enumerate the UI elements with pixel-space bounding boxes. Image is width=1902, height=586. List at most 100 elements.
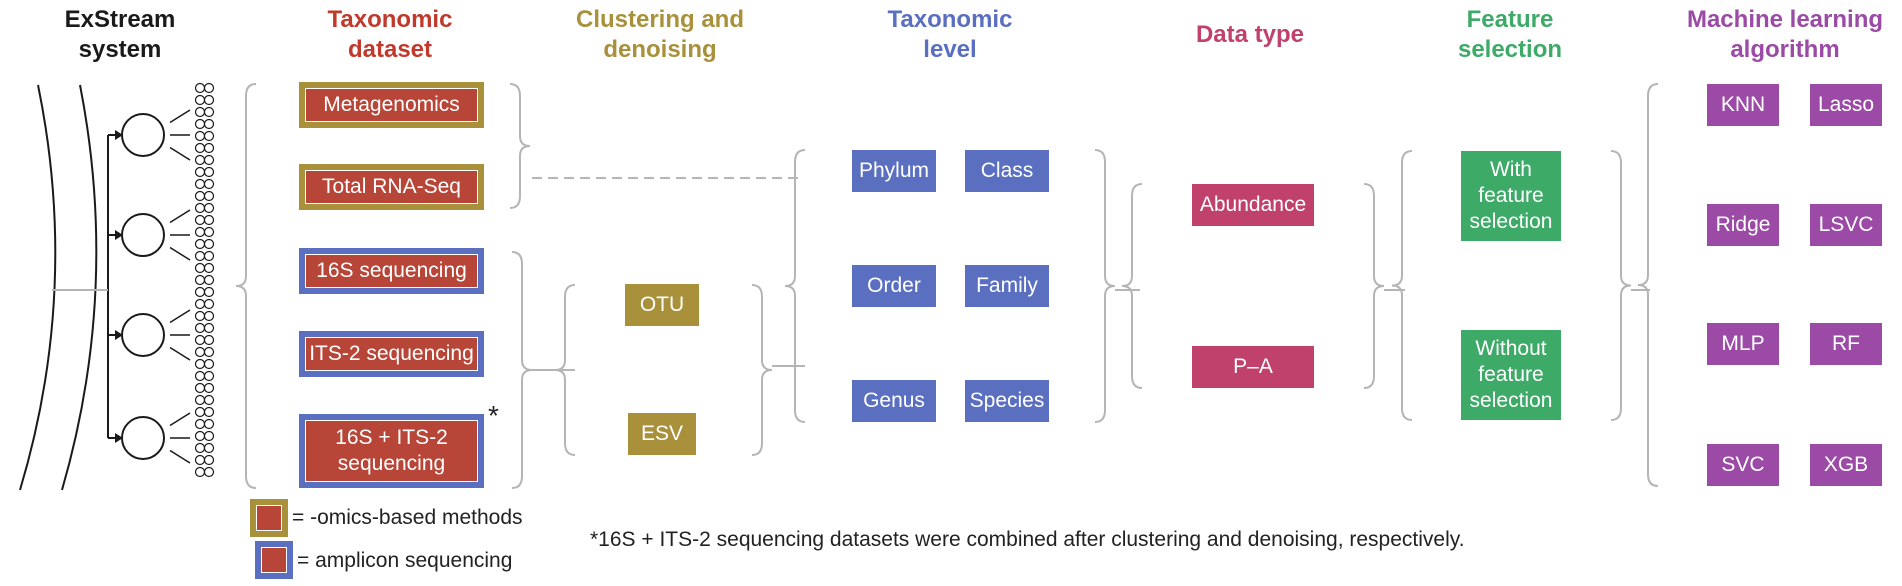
algo-lsvc: LSVC	[1810, 204, 1882, 246]
level-genus: Genus	[852, 380, 936, 422]
level-species: Species	[965, 380, 1049, 422]
sample-dot	[194, 118, 206, 130]
sample-arrow-2-3	[169, 246, 191, 261]
header-taxonomic-level: Taxonomic level	[887, 6, 1013, 63]
sample-arrow-1-3	[169, 146, 191, 161]
sample-dot	[194, 250, 206, 262]
sample-dot	[194, 298, 206, 310]
header-clustering-denoising: Clustering and denoising	[575, 6, 744, 63]
dataset-metagenomics-label: Metagenomics	[305, 88, 478, 122]
sample-dot	[194, 202, 206, 214]
sample-arrow-4-3	[169, 449, 191, 464]
brace-amplicon-right	[511, 251, 533, 489]
sample-arrow-3-1	[169, 309, 191, 324]
sample-dot	[203, 262, 215, 274]
sample-dot	[203, 454, 215, 466]
sample-arrow-2-1	[169, 209, 191, 224]
dataset-16s-its2-sequencing: 16S + ITS-2 sequencing	[299, 414, 484, 488]
sample-dot	[194, 346, 206, 358]
sample-dot	[194, 466, 206, 478]
brace-clustering-left	[554, 284, 576, 456]
sample-dot	[194, 154, 206, 166]
sample-dot	[203, 154, 215, 166]
level-order: Order	[852, 265, 936, 307]
sample-dot	[194, 430, 206, 442]
sample-dot	[194, 130, 206, 142]
legend-amplicon-label: = amplicon sequencing	[297, 549, 513, 572]
sample-dot	[203, 130, 215, 142]
sample-dot	[203, 442, 215, 454]
dataset-total-rna-seq: Total RNA-Seq	[299, 164, 484, 210]
feature-with-selection: With feature selection	[1461, 151, 1561, 241]
branch-arrow-2	[115, 230, 123, 240]
clustering-otu: OTU	[625, 284, 699, 326]
site-circle-4	[121, 416, 165, 460]
sample-dot	[203, 82, 215, 94]
algo-xgb: XGB	[1810, 444, 1882, 486]
algo-ridge: Ridge	[1707, 204, 1779, 246]
sample-dot	[194, 178, 206, 190]
header-taxonomic-dataset: Taxonomic dataset	[327, 6, 453, 63]
brace-levels-right	[1094, 149, 1116, 423]
sample-dot	[194, 358, 206, 370]
sample-dot	[194, 406, 206, 418]
sample-dot	[203, 238, 215, 250]
sample-dot	[194, 238, 206, 250]
clustering-esv: ESV	[628, 413, 696, 455]
algo-lasso: Lasso	[1810, 84, 1882, 126]
sample-dot	[203, 94, 215, 106]
sample-dot	[203, 418, 215, 430]
footnote: *16S + ITS-2 sequencing datasets were co…	[590, 528, 1465, 551]
sample-dot	[203, 250, 215, 262]
sample-arrow-1-1	[169, 109, 191, 124]
sample-dot	[194, 370, 206, 382]
sample-dot	[203, 334, 215, 346]
brace-clustering-right	[751, 284, 773, 456]
sample-dot	[194, 334, 206, 346]
sample-dot	[194, 94, 206, 106]
branch-arrow-4	[115, 433, 123, 443]
site-circle-1	[121, 113, 165, 157]
sample-dot	[203, 286, 215, 298]
asterisk-mark: *	[488, 400, 499, 431]
site-circle-2	[121, 213, 165, 257]
legend-omics-label: = -omics-based methods	[292, 506, 523, 529]
algo-knn: KNN	[1707, 84, 1779, 126]
dataset-metagenomics: Metagenomics	[299, 82, 484, 128]
branch-arrow-3	[115, 330, 123, 340]
sample-dot	[203, 346, 215, 358]
sample-dot	[203, 382, 215, 394]
level-phylum: Phylum	[852, 150, 936, 192]
legend-amplicon-swatch	[255, 541, 293, 579]
sample-arrow-3-3	[169, 346, 191, 361]
sample-dot	[194, 106, 206, 118]
sample-dot	[203, 118, 215, 130]
sample-dot	[203, 298, 215, 310]
sample-dot	[194, 226, 206, 238]
branch-arrow-1	[115, 130, 123, 140]
dataset-its2-label: ITS-2 sequencing	[305, 337, 478, 371]
sample-dot	[194, 190, 206, 202]
sample-dot	[203, 106, 215, 118]
sample-dot	[203, 274, 215, 286]
feature-without-selection: Without feature selection	[1461, 330, 1561, 420]
brace-datasets-left	[235, 83, 257, 489]
site-circle-3	[121, 313, 165, 357]
datatype-abundance: Abundance	[1192, 184, 1314, 226]
datatype-presence-absence: P–A	[1192, 346, 1314, 388]
sample-dot	[203, 214, 215, 226]
sample-dot	[203, 178, 215, 190]
sample-dot	[194, 442, 206, 454]
header-ml-algorithm: Machine learning algorithm	[1686, 6, 1884, 63]
sample-dot	[203, 166, 215, 178]
sample-dot	[203, 322, 215, 334]
sample-dot	[203, 142, 215, 154]
sample-dot	[203, 310, 215, 322]
sample-dot	[203, 394, 215, 406]
header-feature-selection: Feature selection	[1457, 6, 1563, 63]
header-exstream-system: ExStream system	[64, 6, 176, 63]
dataset-16s-sequencing: 16S sequencing	[299, 248, 484, 294]
sample-arrow-4-1	[169, 412, 191, 427]
